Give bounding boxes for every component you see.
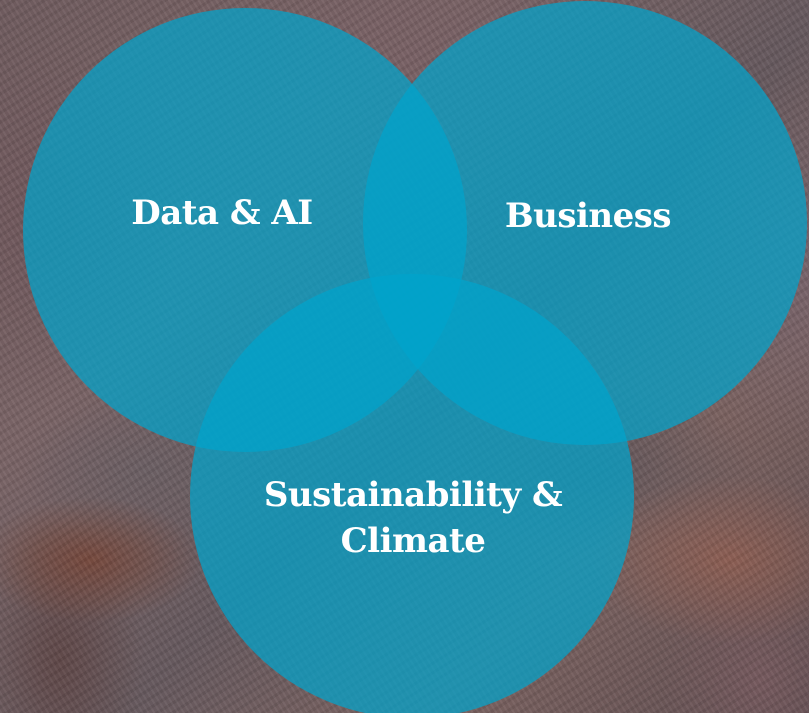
- circle-label-business: Business: [504, 196, 672, 236]
- circle-label-line: Climate: [340, 521, 486, 561]
- circle-label-line: Sustainability &: [263, 475, 563, 515]
- circle-label-sustainability-climate: Sustainability & Climate: [238, 472, 588, 564]
- circle-label-data-ai: Data & AI: [131, 193, 313, 233]
- circle-sustainability-climate: [190, 274, 634, 713]
